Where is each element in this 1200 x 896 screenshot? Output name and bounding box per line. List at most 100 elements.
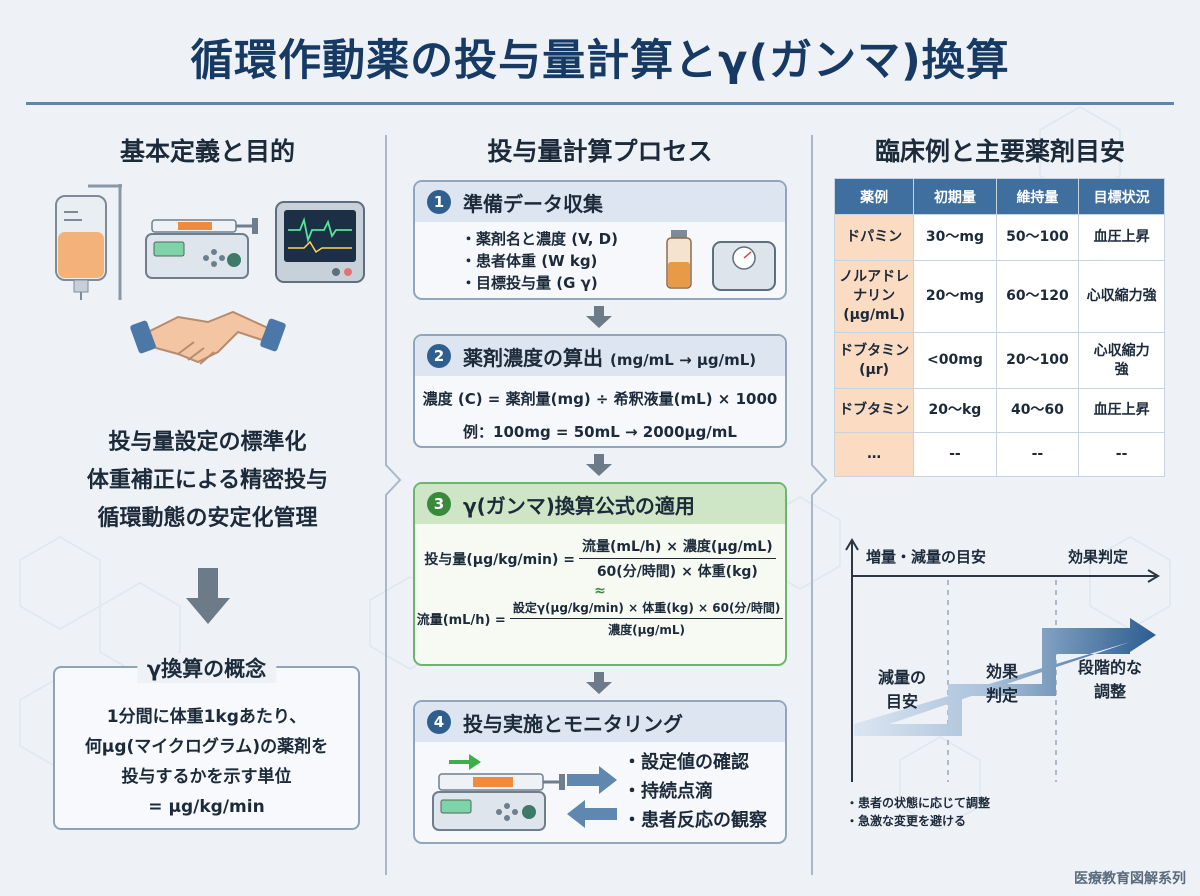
flow-arrow-icon — [586, 454, 612, 476]
note-item: ・患者の状態に応じて調整 — [846, 796, 991, 810]
purpose-item: 体重補正による精密投与 — [86, 468, 329, 493]
medicine-vial-icon — [666, 230, 692, 289]
graph-x-label: 効果判定 — [1068, 548, 1129, 566]
drug-name-cell: ドブタミン (μr) — [833, 332, 915, 389]
goal-text: 強 — [1114, 361, 1129, 378]
drug-name-unit: (μg/mL) — [843, 307, 905, 323]
maintenance-dose-cell: 60〜120 — [995, 260, 1080, 333]
maintenance-dose-cell: 50〜100 — [995, 214, 1080, 261]
initial-dose-cell: 20〜kg — [913, 388, 997, 433]
step-3-box: 3 γ(ガンマ)換算公式の適用 投与量(μg/kg/min) = 流量(mL/h… — [413, 482, 787, 666]
drug-name: ドブタミン — [839, 402, 910, 418]
step-2-box: 2 薬剤濃度の算出 (mg/mL → μg/mL) 濃度 (C) = 薬剤量(m… — [413, 334, 787, 448]
phase-label-reduce: 減量の 目安 — [860, 666, 944, 714]
step1-item: ・薬剤名と濃度 (V, D) — [461, 230, 618, 248]
y-axis-arrowhead — [845, 538, 859, 551]
initial-dose-cell: 20〜mg — [913, 260, 997, 333]
concept-line: 何μg(マイクログラム)の薬剤を — [84, 737, 329, 757]
green-arrow-icon — [449, 754, 481, 770]
step-4-box: 4 投与実施とモニタリング ・設定値の確認 ・持続点滴 ・患者反応の観察 — [413, 700, 787, 844]
goal-text: -- — [1115, 446, 1128, 462]
medical-devices-illustration — [55, 184, 365, 365]
graph-y-label: 増量・減量の目安 — [866, 548, 987, 566]
iv-bag-icon — [55, 184, 122, 300]
left-heading: 基本定義と目的 — [119, 137, 295, 166]
initial-dose-cell: <00mg — [913, 332, 997, 389]
flow-rate-formula: 流量(mL/h) = 設定γ(μg/kg/min) × 体重(kg) × 60(… — [415, 599, 785, 638]
step-arrow-band — [854, 618, 1156, 736]
step-number: 1 — [427, 190, 451, 214]
gamma-concept-title: γ換算の概念 — [136, 653, 277, 683]
step-title: γ(ガンマ)換算公式の適用 — [463, 493, 695, 518]
drug-name: ドパミン — [846, 229, 903, 245]
formula-numerator: 流量(mL/h) × 濃度(μg/mL) — [579, 536, 776, 559]
goal-text: 血圧上昇 — [1093, 229, 1150, 245]
concept-line: 投与するかを示す単位 — [121, 767, 292, 787]
right-heading: 臨床例と主要薬剤目安 — [874, 137, 1125, 166]
table-header-row: 薬例 初期量 維持量 目標状況 — [833, 178, 1165, 215]
table-row: ドブタミン (μr) <00mg 20〜100 心収縮力 強 — [833, 332, 1165, 389]
formula-lhs: 流量(mL/h) = — [416, 613, 506, 628]
patient-monitor-icon — [275, 201, 365, 283]
syringe-pump-icon — [145, 218, 258, 279]
exchange-arrows-icon — [567, 766, 617, 828]
step-title: 投与実施とモニタリング — [463, 711, 683, 736]
table-row: … -- -- -- — [833, 432, 1165, 477]
approx-symbol: ≈ — [594, 583, 606, 599]
down-arrow-icon — [186, 568, 230, 624]
initial-dose-cell: 30〜mg — [913, 214, 997, 261]
step1-item: ・目標投与量 (G γ) — [461, 274, 598, 292]
middle-heading: 投与量計算プロセス — [487, 137, 713, 166]
step-title-suffix: (mg/mL → μg/mL) — [609, 350, 757, 369]
phase-label-line: 段階的な — [1077, 658, 1142, 677]
syringe-pump-icon — [432, 773, 565, 831]
step-title: 薬剤濃度の算出 — [463, 345, 603, 370]
formula-numerator: 設定γ(μg/kg/min) × 体重(kg) × 60(分/時間) — [509, 599, 784, 619]
step-arrow — [854, 630, 1154, 736]
phase-label-line: 減量の — [877, 668, 926, 687]
step4-item: ・持続点滴 — [623, 781, 713, 802]
purpose-list: 投与量設定の標準化 体重補正による精密投与 循環動態の安定化管理 — [30, 424, 385, 538]
purpose-item: 循環動態の安定化管理 — [97, 506, 318, 531]
goal-text: 心収縮力 — [1093, 342, 1150, 359]
concentration-example: 例：100mg = 50mL → 2000μg/mL — [463, 423, 737, 441]
goal-text: 心収縮力強 — [1086, 288, 1157, 304]
handshake-icon — [130, 310, 286, 365]
flow-arrow-icon — [586, 672, 612, 694]
step4-item: ・患者反応の観察 — [623, 810, 767, 831]
formula-denominator: 濃度(μg/mL) — [608, 623, 686, 637]
column-header: 初期量 — [913, 178, 997, 215]
step-1-box: 1 準備データ収集 ・薬剤名と濃度 (V, D) ・患者体重 (W kg) ・目… — [413, 180, 787, 300]
gamma-formula: 投与量(μg/kg/min) = 流量(mL/h) × 濃度(μg/mL) 60… — [415, 536, 785, 581]
table-row: ドブタミン 20〜kg 40〜60 血圧上昇 — [833, 388, 1165, 433]
graph-notes: ・患者の状態に応じて調整 ・急激な変更を避ける — [846, 794, 990, 830]
drug-name: ノルアドレ — [839, 269, 910, 285]
step4-item: ・設定値の確認 — [623, 752, 749, 773]
column-divider-left — [385, 135, 402, 875]
column-header: 薬例 — [833, 178, 915, 215]
drug-name: ドブタミン — [839, 342, 910, 359]
phase-label-line: 判定 — [985, 686, 1018, 705]
concept-unit: = μg/kg/min — [148, 797, 265, 817]
initial-dose-cell: -- — [913, 432, 997, 477]
goal-cell: 心収縮力強 — [1078, 260, 1165, 333]
column-divider-right — [811, 135, 828, 875]
goal-text: 血圧上昇 — [1093, 402, 1150, 418]
phase-label-line: 調整 — [1093, 682, 1126, 701]
step-title: 準備データ収集 — [463, 191, 603, 216]
flow-arrow-icon — [586, 306, 612, 328]
drug-name: ナリン — [853, 288, 896, 304]
phase-label-stepwise: 段階的な 調整 — [1060, 656, 1160, 704]
maintenance-dose-cell: 20〜100 — [995, 332, 1080, 389]
table-row: ノルアドレ ナリン (μg/mL) 20〜mg 60〜120 心収縮力強 — [833, 260, 1165, 333]
pump-administration-illustration — [432, 754, 617, 831]
phase-label-line: 目安 — [885, 692, 918, 711]
formula-denominator: 60(分/時間) × 体重(kg) — [596, 564, 758, 580]
step-number: 2 — [427, 344, 451, 368]
column-header: 維持量 — [995, 178, 1080, 215]
drug-name-cell: ドパミン — [833, 214, 915, 261]
concept-line: 1分間に体重1kgあたり、 — [106, 707, 307, 727]
vial-and-scale-icon — [666, 230, 776, 291]
table-row: ドパミン 30〜mg 50〜100 血圧上昇 — [833, 214, 1165, 261]
step-number: 4 — [427, 710, 451, 734]
